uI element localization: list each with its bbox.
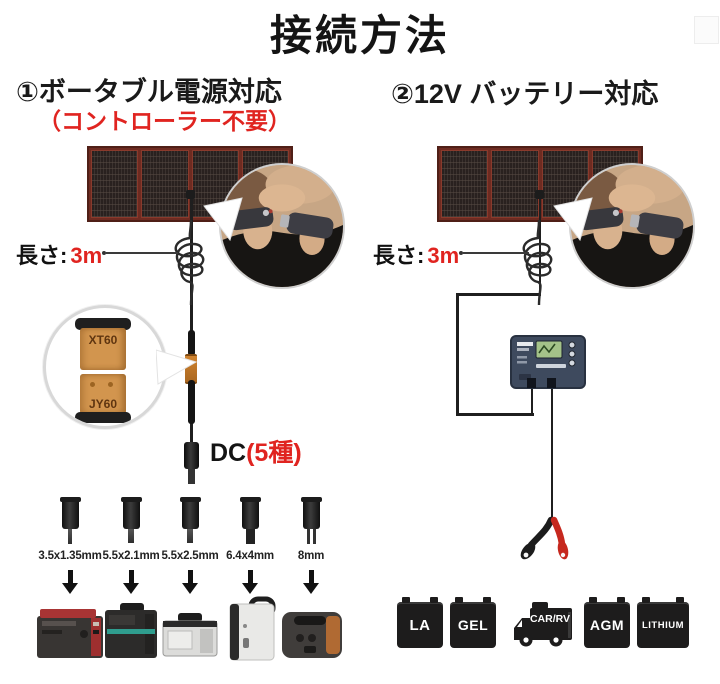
- xt60-cap: [75, 318, 131, 330]
- connector-plug-bottom: [187, 380, 195, 424]
- power-station-orange-icon: [282, 612, 342, 658]
- charge-controller-icon: [510, 335, 586, 389]
- black-clip-icon: [527, 516, 555, 549]
- controller-input-stub: [530, 388, 533, 415]
- dc-adapter-icon: [120, 497, 142, 543]
- cable-right-vertical: [456, 293, 459, 415]
- down-arrow-icon: [303, 583, 319, 594]
- jy60-connector-icon: JY60: [80, 374, 126, 414]
- down-arrow-icon: [128, 570, 134, 584]
- closeup-photo-icon: [571, 165, 693, 287]
- down-arrow-icon: [67, 570, 73, 584]
- dc-text: DC: [210, 439, 247, 467]
- battery-la-icon: LA: [397, 597, 443, 648]
- dc-plug-body: [183, 442, 199, 469]
- section1-subheading: （コントローラー不要）: [38, 108, 291, 134]
- xt60-label: XT60: [88, 333, 118, 347]
- down-arrow-icon: [182, 583, 198, 594]
- down-arrow-icon: [62, 583, 78, 594]
- adapter-size-label: 5.5x2.1mm: [102, 550, 160, 562]
- car-rv-label: CAR/RV: [529, 613, 571, 625]
- down-arrow-icon: [247, 570, 253, 584]
- page-title: 接続方法: [269, 12, 450, 59]
- inset-pointer-icon: [203, 197, 243, 242]
- battery-gel-icon: GEL: [450, 597, 496, 648]
- inset-pointer-icon: [553, 197, 593, 242]
- leader-dot: [102, 251, 106, 255]
- power-station-red-icon: [37, 609, 103, 658]
- connector-closeup-right: [569, 163, 695, 289]
- leader-line: [463, 252, 529, 254]
- panel-cable-junction: [186, 190, 195, 199]
- down-arrow-icon: [308, 570, 314, 584]
- dc-variants-text: (5種): [246, 439, 302, 467]
- dc-adapter-icon: [239, 497, 261, 544]
- solar-panel-fold: [91, 150, 139, 218]
- length-label-left: 長さ:3m: [16, 238, 102, 270]
- connector-closeup-left: [219, 163, 345, 289]
- dc-plug-label: DC(5種): [210, 433, 302, 469]
- length-text: 長さ:: [373, 243, 425, 268]
- down-arrow-icon: [242, 583, 258, 594]
- watermark-remnant: [694, 16, 719, 44]
- connector-plug-top: [187, 330, 195, 356]
- connector-pin-hole: [90, 382, 95, 387]
- cable-right-drop: [538, 197, 541, 295]
- red-clip-icon: [550, 516, 566, 548]
- adapter-size-label: 8mm: [297, 550, 325, 562]
- cable-coil-right-icon: [522, 220, 553, 305]
- length-text: 長さ:: [16, 243, 68, 268]
- car-rv-icon: [514, 602, 572, 647]
- cable-coil-left-icon: [174, 220, 205, 305]
- controller-output-cable: [550, 388, 553, 522]
- power-station-teal-icon: [105, 603, 157, 658]
- power-station-white-icon: [162, 613, 218, 657]
- length-value: 3m: [427, 243, 460, 268]
- cable-left-main: [190, 197, 193, 444]
- dc-plug-icon: [183, 442, 199, 484]
- power-station-tall-white-icon: [229, 596, 276, 661]
- battery-clips-icon: [520, 516, 569, 560]
- connector-inset-circle: XT60 JY60: [43, 305, 167, 429]
- adapter-size-label: 5.5x2.5mm: [161, 550, 219, 562]
- dc-adapter-icon: [179, 497, 201, 543]
- xt60-connector-icon: XT60: [80, 328, 126, 370]
- leader-line: [106, 252, 178, 254]
- connector-pin-hole: [108, 382, 113, 387]
- panel-cable-junction: [535, 190, 544, 199]
- inset-pointer-icon: [156, 349, 198, 385]
- jy60-cap: [75, 412, 131, 423]
- down-arrow-icon: [187, 570, 193, 584]
- cable-right-horizontal-top: [456, 293, 541, 296]
- down-arrow-icon: [123, 583, 139, 594]
- solar-panel-fold: [141, 150, 189, 218]
- adapter-size-label: 3.5x1.35mm: [38, 550, 102, 562]
- solar-panel-fold: [491, 150, 539, 218]
- section1-heading: ①ボータブル電源対応: [16, 77, 282, 107]
- battery-agm-icon: AGM: [584, 597, 630, 648]
- dc-adapter-icon: [300, 497, 322, 544]
- adapter-size-label: 6.4x4mm: [226, 550, 274, 562]
- section2-heading: ②12V バッテリー対応: [391, 79, 659, 109]
- leader-dot: [459, 251, 463, 255]
- dc-adapter-icon: [59, 497, 81, 544]
- length-value: 3m: [70, 243, 103, 268]
- cable-right-horizontal-bottom: [456, 413, 534, 416]
- length-label-right: 長さ:3m: [373, 238, 459, 270]
- battery-lithium-icon: LITHIUM: [637, 597, 689, 648]
- dc-plug-tip: [187, 469, 195, 484]
- jy60-label: JY60: [88, 397, 118, 411]
- solar-panel-fold: [441, 150, 489, 218]
